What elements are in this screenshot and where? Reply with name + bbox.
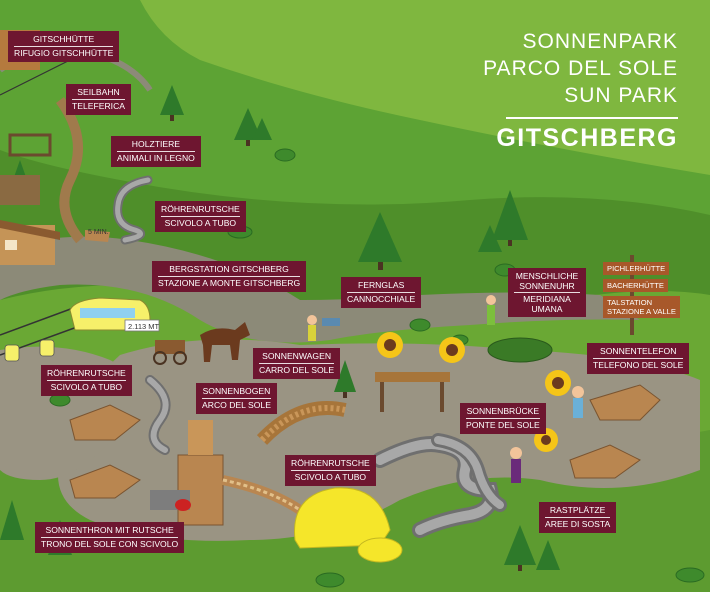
label-de: RÖHRENRUTSCHE — [291, 458, 370, 471]
label-gitschhuette: GITSCHHÜTTE RIFUGIO GITSCHHÜTTE — [8, 31, 120, 62]
label-it: AREE DI SOSTA — [545, 519, 611, 529]
label-de: MENSCHLICHE SONNENUHR — [514, 271, 580, 293]
title-sun-park: SUN PARK — [564, 84, 678, 107]
gondola-altitude: 2.113 MT — [128, 322, 160, 331]
label-de: FERNGLAS — [347, 280, 416, 293]
label-bergstation: BERGSTATION GITSCHBERG STAZIONE A MONTE … — [152, 261, 307, 292]
label-roehrenrutsche-2: RÖHRENRUTSCHE SCIVOLO A TUBO — [41, 365, 132, 396]
label-sonnenwagen: SONNENWAGEN CARRO DEL SOLE — [253, 348, 341, 379]
label-it: TRONO DEL SOLE CON SCIVOLO — [41, 539, 179, 549]
label-de: SONNENBOGEN — [202, 386, 271, 399]
title-sonnenpark: SONNENPARK — [522, 30, 678, 53]
label-roehrenrutsche-1: RÖHRENRUTSCHE SCIVOLO A TUBO — [155, 201, 246, 232]
label-it: SCIVOLO A TUBO — [164, 218, 237, 228]
label-it: TELEFERICA — [72, 101, 126, 111]
label-sonnenbogen: SONNENBOGEN ARCO DEL SOLE — [196, 383, 277, 414]
label-it: SCIVOLO A TUBO — [50, 382, 123, 392]
label-de: RÖHRENRUTSCHE — [161, 204, 240, 217]
signpost-talstation-it: STAZIONE A VALLE — [607, 307, 676, 316]
label-de: RASTPLÄTZE — [545, 505, 611, 518]
label-sonnenuhr: MENSCHLICHE SONNENUHR MERIDIANA UMANA — [508, 268, 586, 317]
title-divider — [506, 117, 678, 119]
label-rastplaetze: RASTPLÄTZE AREE DI SOSTA — [539, 502, 617, 533]
signpost-talstation: TALSTATION STAZIONE A VALLE — [603, 296, 680, 318]
label-de: GITSCHHÜTTE — [14, 34, 114, 47]
label-roehrenrutsche-3: RÖHRENRUTSCHE SCIVOLO A TUBO — [285, 455, 376, 486]
label-it: ARCO DEL SOLE — [202, 400, 271, 410]
label-it: PONTE DEL SOLE — [466, 420, 540, 430]
label-de: RÖHRENRUTSCHE — [47, 368, 126, 381]
title-gitschberg: GITSCHBERG — [496, 124, 678, 152]
label-sonnenthron: SONNENTHRON MIT RUTSCHE TRONO DEL SOLE C… — [35, 522, 185, 553]
signpost-pichlerhuette: PICHLERHÜTTE — [603, 262, 670, 275]
label-de: SONNENWAGEN — [259, 351, 335, 364]
signpost-talstation-de: TALSTATION — [607, 298, 653, 307]
label-it: CANNOCCHIALE — [347, 294, 416, 304]
label-seilbahn: SEILBAHN TELEFERICA — [66, 84, 132, 115]
title-parco-del-sole: PARCO DEL SOLE — [483, 57, 678, 80]
label-fernglas: FERNGLAS CANNOCCHIALE — [341, 277, 422, 308]
label-sonnenbruecke: SONNENBRÜCKE PONTE DEL SOLE — [460, 403, 546, 434]
label-de: SONNENTHRON MIT RUTSCHE — [41, 525, 179, 538]
label-it: CARRO DEL SOLE — [259, 365, 335, 375]
label-de: SEILBAHN — [72, 87, 126, 100]
label-de: SONNENBRÜCKE — [466, 406, 540, 419]
label-it: STAZIONE A MONTE GITSCHBERG — [158, 278, 301, 288]
label-sonnentelefon: SONNENTELEFON TELEFONO DEL SOLE — [587, 343, 690, 374]
signpost-bacherhuette: BACHERHÜTTE — [603, 279, 668, 292]
label-it: SCIVOLO A TUBO — [294, 472, 367, 482]
label-it: MERIDIANA UMANA — [523, 294, 571, 314]
trail-sign: 5 MIN. — [88, 229, 109, 236]
label-it: TELEFONO DEL SOLE — [593, 360, 684, 370]
label-it: RIFUGIO GITSCHHÜTTE — [14, 48, 114, 58]
label-de: BERGSTATION GITSCHBERG — [158, 264, 301, 277]
label-holztiere: HOLZTIERE ANIMALI IN LEGNO — [111, 136, 201, 167]
label-de: SONNENTELEFON — [593, 346, 684, 359]
label-it: ANIMALI IN LEGNO — [117, 153, 195, 163]
label-de: HOLZTIERE — [117, 139, 195, 152]
